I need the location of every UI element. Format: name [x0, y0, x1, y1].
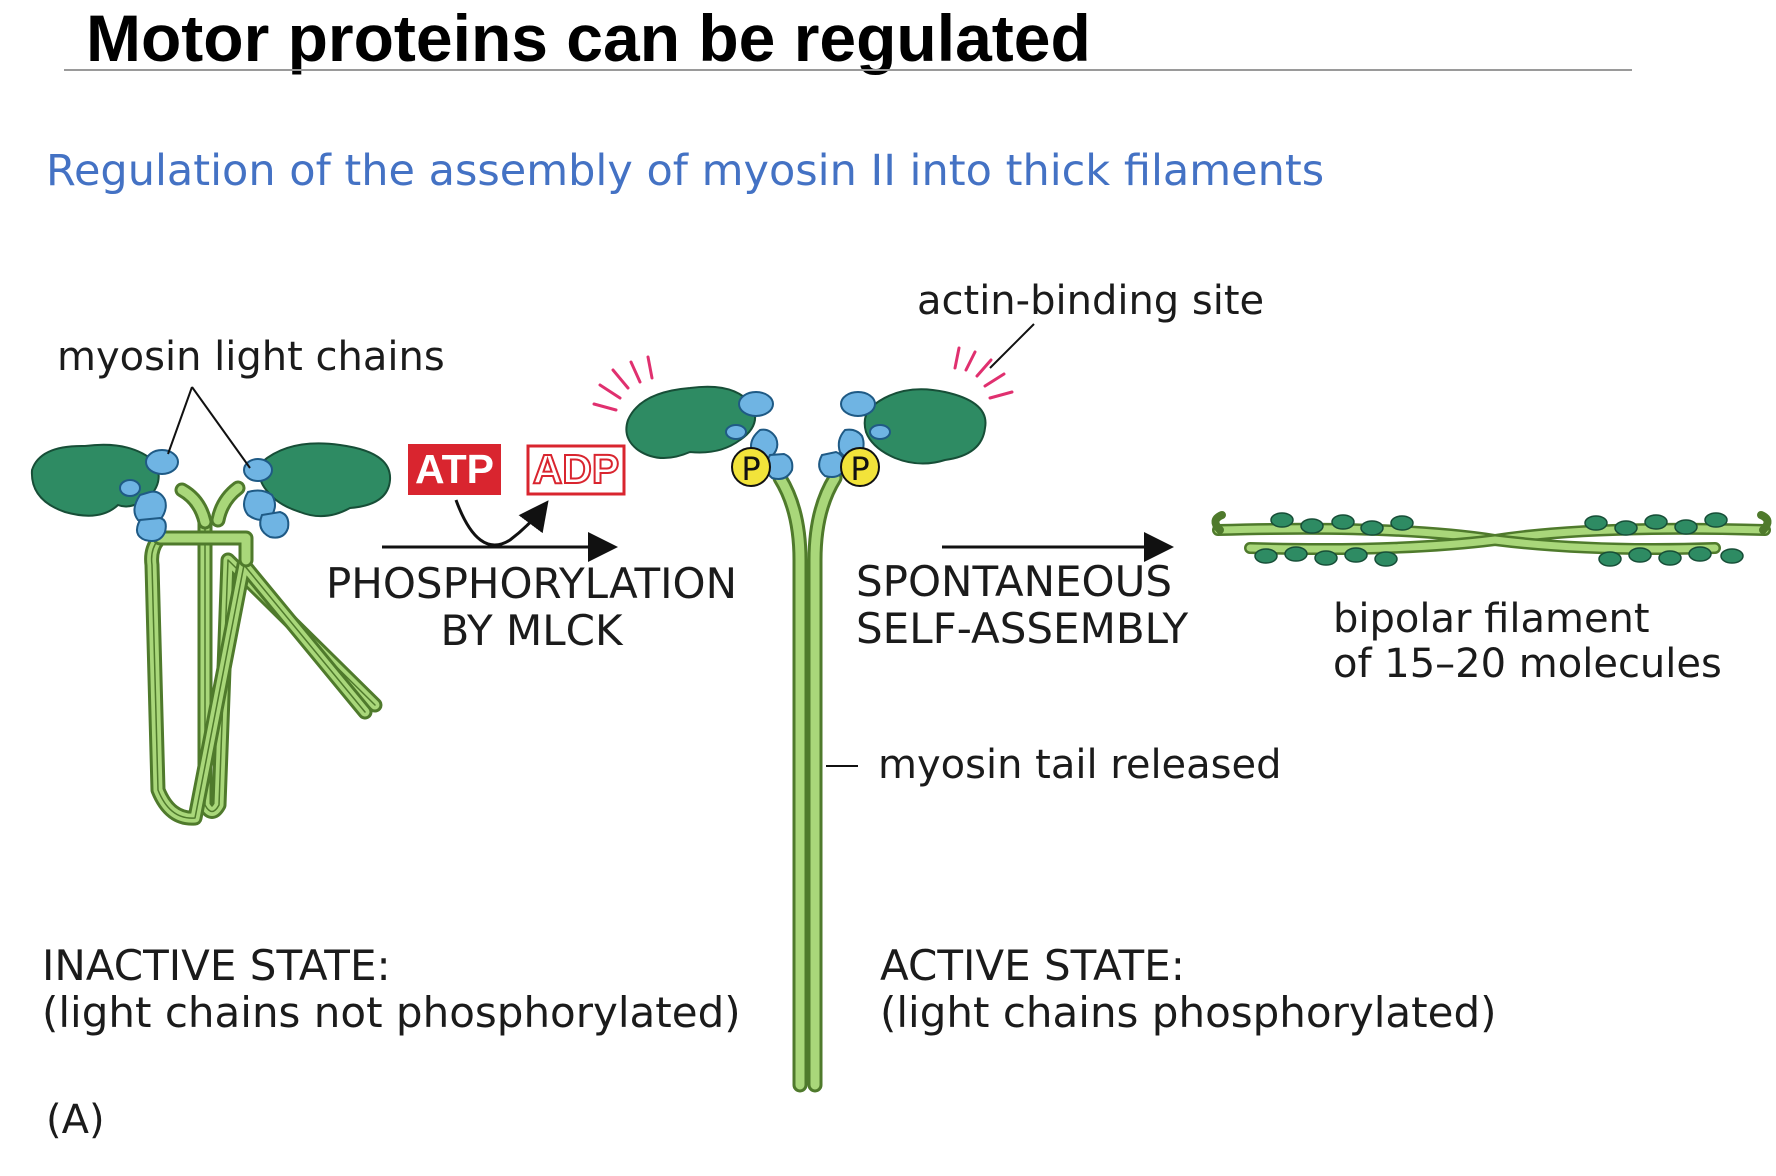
bipolar-filament [1211, 511, 1772, 567]
adp-label: ADP [533, 446, 620, 492]
inactive-myosin [30, 386, 392, 826]
label-bipolar-filament: bipolar filament of 15–20 molecules [1333, 597, 1722, 687]
label-bipolar-line2: of 15–20 molecules [1333, 640, 1722, 687]
active-head-right [863, 388, 987, 465]
active-head-left [625, 385, 756, 459]
active-myosin: P P [592, 323, 1035, 1093]
label-inactive-line1: INACTIVE STATE: [42, 941, 391, 990]
label-self-assembly-line2: SELF-ASSEMBLY [856, 604, 1189, 654]
inactive-head-right [258, 442, 392, 518]
label-inactive-line2: (light chains not phosphorylated) [42, 988, 741, 1038]
phosphate-left: P [731, 447, 771, 488]
slide-subtitle: Regulation of the assembly of myosin II … [46, 146, 1325, 196]
label-active-state: ACTIVE STATE: (light chains phosphorylat… [880, 942, 1497, 1036]
atp-to-adp-arrow [454, 499, 549, 547]
active-tail [772, 470, 843, 1093]
spark-right [953, 346, 1014, 400]
inactive-tail [144, 480, 383, 826]
title-divider [64, 69, 1632, 71]
label-panel-a: (A) [46, 1097, 105, 1143]
phosphate-label-left: P [741, 450, 760, 488]
label-self-assembly: SPONTANEOUS SELF-ASSEMBLY [856, 558, 1188, 652]
label-phosphorylation-line2: BY MLCK [440, 606, 623, 656]
inactive-light-chains [119, 449, 290, 542]
atp-box [408, 444, 501, 495]
label-inactive-state: INACTIVE STATE: (light chains not phosph… [42, 942, 741, 1036]
atp-adp-reaction: ATP ADP [382, 444, 626, 562]
label-myosin-tail-released: myosin tail released [878, 742, 1282, 788]
spark-left [592, 355, 654, 412]
light-chains-pointers [167, 386, 251, 469]
label-actin-binding-site: actin-binding site [917, 278, 1265, 324]
phosphate-right: P [840, 447, 880, 488]
label-self-assembly-line1: SPONTANEOUS [856, 557, 1173, 606]
label-bipolar-line1: bipolar filament [1333, 596, 1650, 642]
label-phosphorylation: PHOSPHORYLATION BY MLCK [300, 560, 763, 654]
phosphate-label-right: P [850, 450, 869, 488]
label-active-line2: (light chains phosphorylated) [880, 988, 1497, 1038]
label-phosphorylation-line1: PHOSPHORYLATION [325, 559, 738, 608]
label-myosin-light-chains: myosin light chains [57, 334, 445, 380]
slide-title: Motor proteins can be regulated [86, 1, 1091, 75]
adp-box [526, 444, 626, 496]
actin-binding-pointer [989, 323, 1035, 369]
atp-label: ATP [415, 446, 494, 492]
label-active-line1: ACTIVE STATE: [880, 941, 1185, 990]
